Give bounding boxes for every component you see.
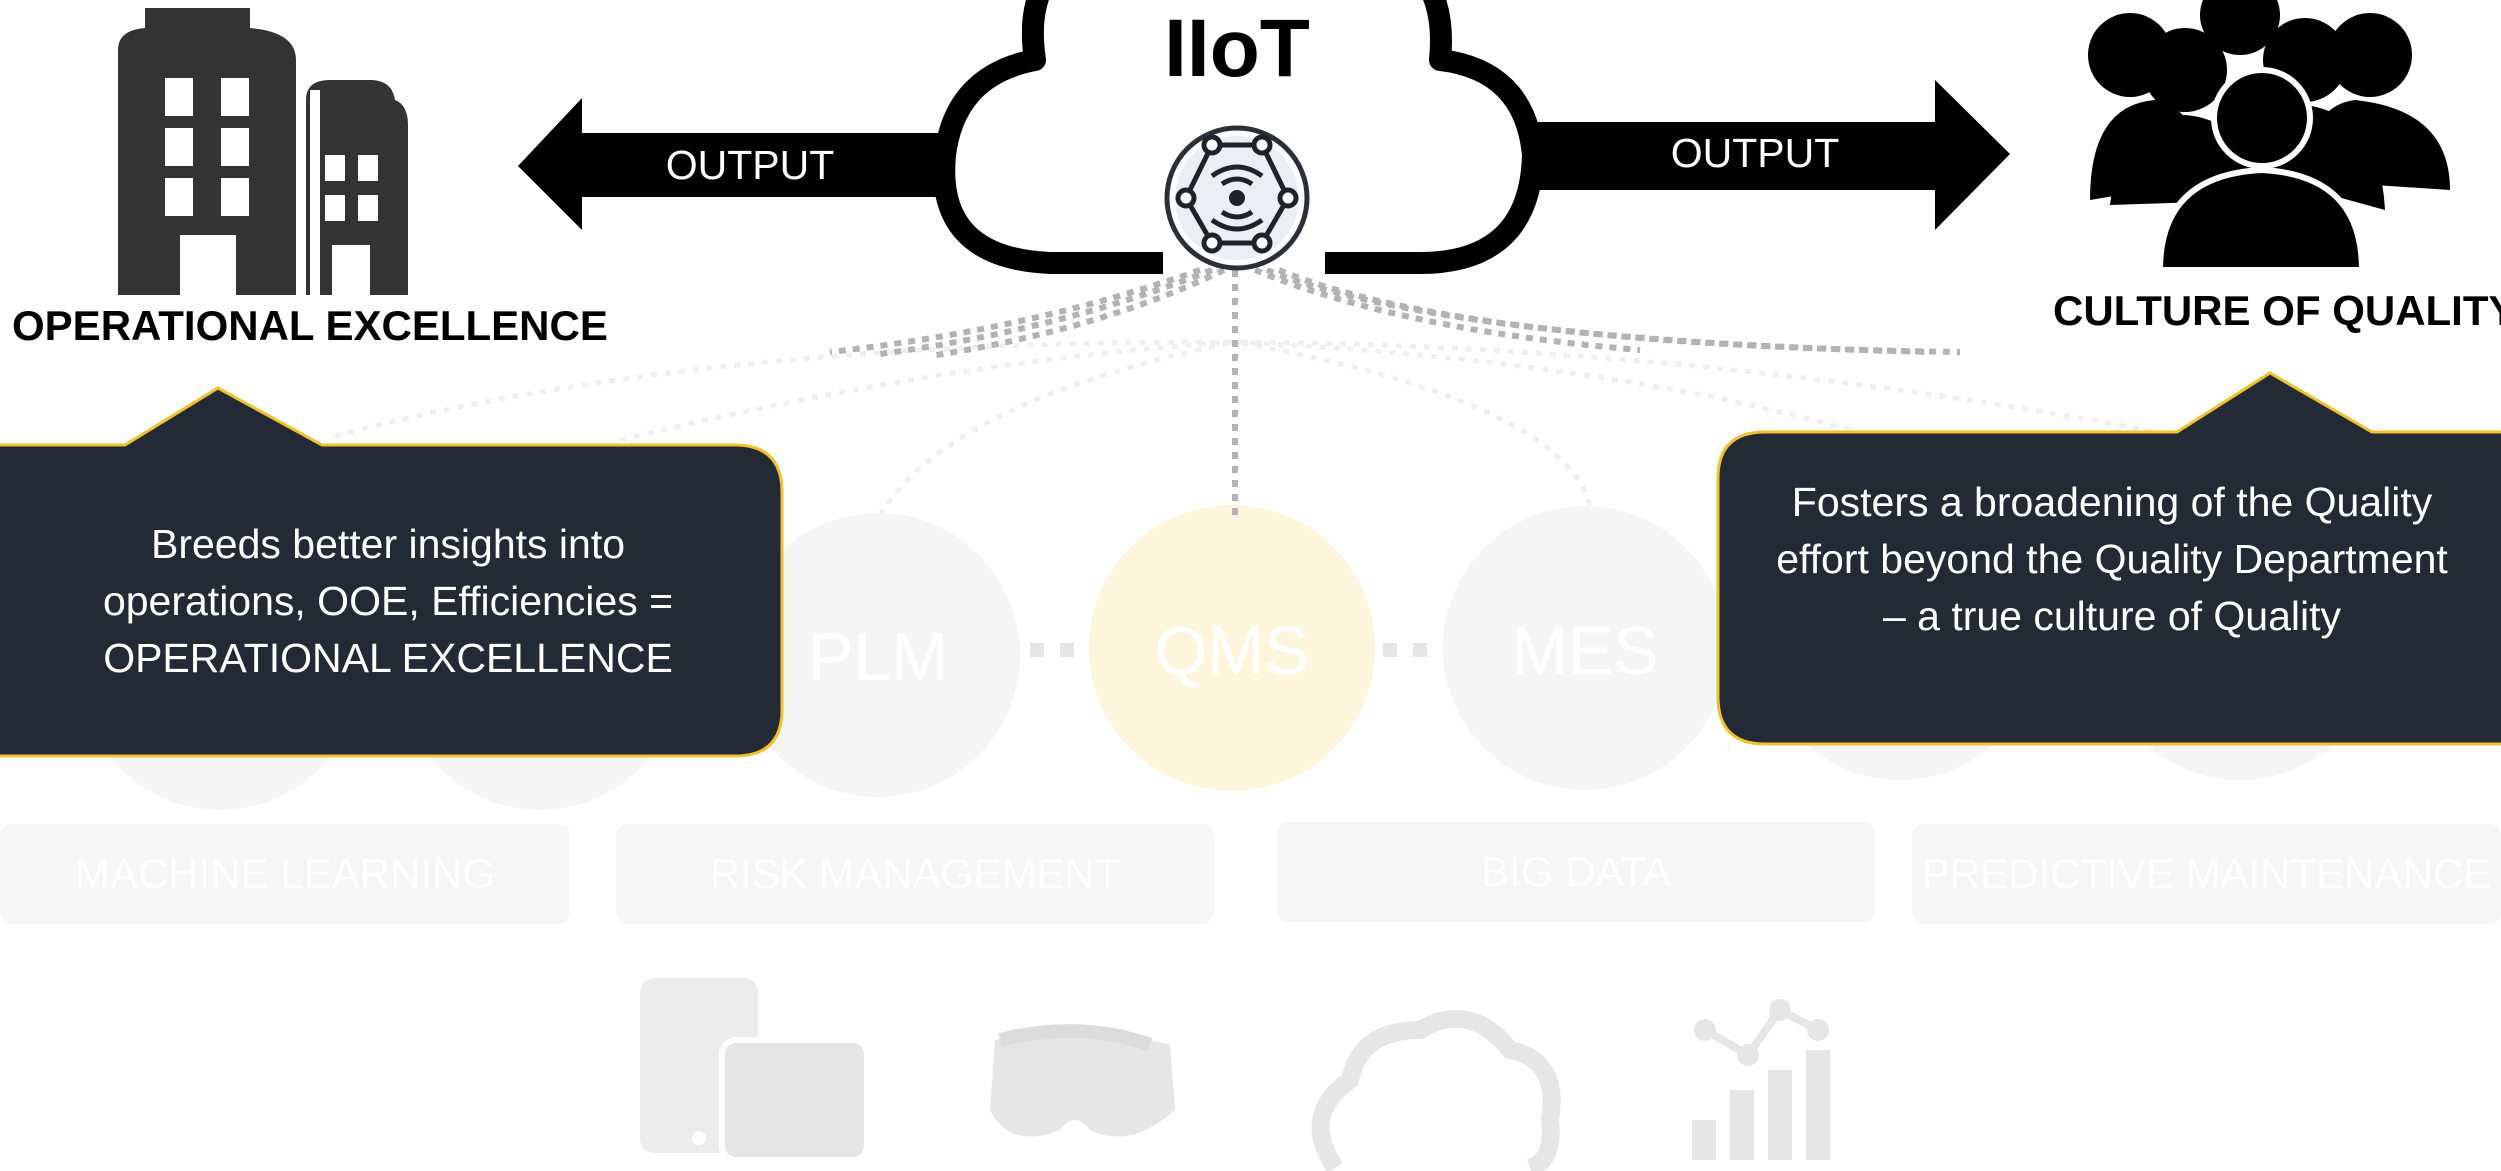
vr-headset-icon [990,1024,1175,1137]
mes-circle [1443,506,1727,790]
system-label-mes: MES [1511,613,1659,689]
faint-connector-lines [334,339,2181,517]
system-label-qms: QMS [1154,613,1310,689]
people-group-icon [2088,0,2450,273]
callout-right-text: Fosters a broadening of the Quality effo… [1776,479,2448,639]
cloud-icon [1311,1009,1561,1171]
callout-right-shape [1716,371,2501,746]
output-label-right: OUTPUT [1670,130,1840,176]
callout-left-shape [0,386,784,758]
output-arrow-left [518,98,960,230]
capability-predictive-maintenance: PREDICTIVE MAINTENANCE [1912,824,2501,924]
building-icon [118,8,408,295]
qms-circle [1089,505,1375,791]
analytics-chart-icon [1692,999,1830,1160]
callout-left-text: Breeds better insights into operations, … [102,521,674,681]
iiot-dotted-rays [829,267,1961,515]
capability-risk-management: RISK MANAGEMENT [616,824,1214,924]
capability-machine-learning: MACHINE LEARNING [0,824,570,924]
output-arrow-right [1530,80,2010,230]
iiot-title: IIoT [1164,3,1310,94]
capability-big-data: BIG DATA [1277,822,1875,922]
operational-excellence-title: OPERATIONAL EXCELLENCE [12,302,608,349]
output-label-left: OUTPUT [665,142,835,188]
plm-circle [736,513,1020,797]
culture-of-quality-title: CULTURE OF QUALITY [2053,287,2501,334]
system-links [1030,643,1427,657]
devices-icon [640,978,870,1163]
iiot-hub-icon [1164,125,1310,271]
system-label-plm: PLM [808,619,948,695]
